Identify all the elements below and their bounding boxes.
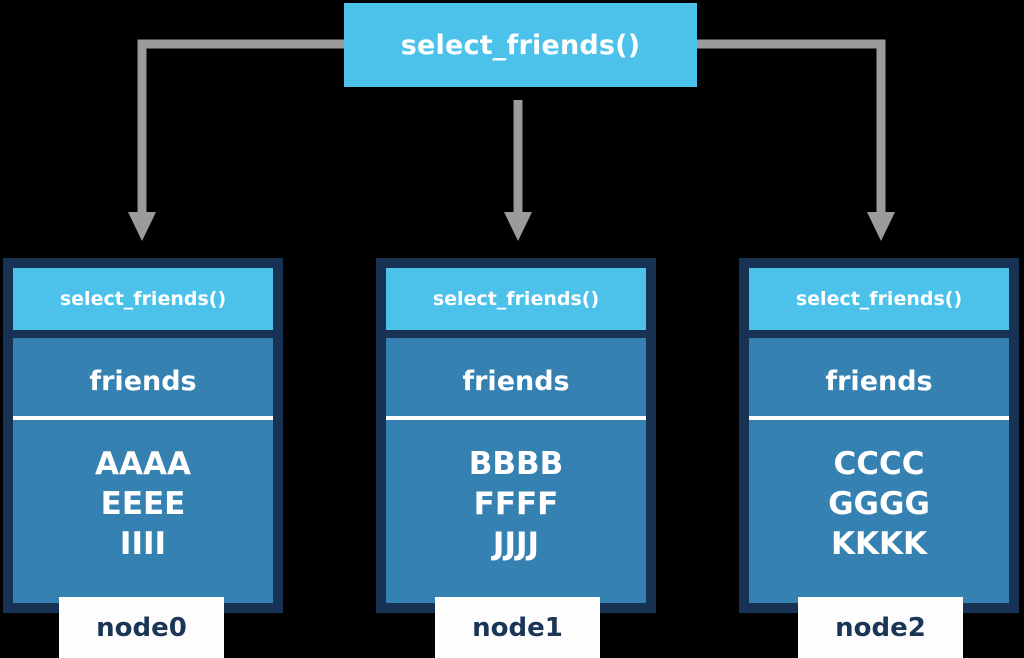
node0-value-list: AAAA EEEE IIII [13,420,273,564]
node0-value-item: AAAA [95,446,191,482]
node2-header: select_friends() [749,268,1009,330]
connector-root-to-node1 [504,100,532,241]
node2-header-label: select_friends() [795,288,963,310]
node0-name-label: node0 [96,612,187,643]
node-card-node1: select_friends() friends BBBB FFFF JJJJ [376,258,656,613]
node1-body: friends BBBB FFFF JJJJ [386,338,646,603]
node0-header-label: select_friends() [59,288,227,310]
node0-variable-name: friends [89,366,197,397]
node2-name-label: node2 [835,612,926,643]
node2-value-item: KKKK [830,526,928,562]
node1-name-label: node1 [472,612,563,643]
connector-root-to-node2 [697,39,895,241]
node1-divider [386,416,646,420]
node0-value-item: EEEE [100,486,186,522]
root-call-label: select_friends() [400,29,641,61]
node1-value-item: BBBB [468,446,564,482]
connector-root-to-node0 [128,39,344,241]
node0-value-item: IIII [119,526,167,562]
node2-name-plate: node2 [798,597,963,658]
node0-name-plate: node0 [59,597,224,658]
node2-value-list: CCCC GGGG KKKK [749,420,1009,564]
root-call-box: select_friends() [344,3,697,87]
node1-variable-name: friends [462,366,570,397]
node1-header: select_friends() [386,268,646,330]
node0-header: select_friends() [13,268,273,330]
node2-variable-name: friends [825,366,933,397]
node-card-node0: select_friends() friends AAAA EEEE IIII [3,258,283,613]
node2-value-item: CCCC [833,446,925,482]
node1-value-item: FFFF [473,486,559,522]
node1-header-label: select_friends() [432,288,600,310]
node0-body: friends AAAA EEEE IIII [13,338,273,603]
node1-value-list: BBBB FFFF JJJJ [386,420,646,564]
node-card-node2: select_friends() friends CCCC GGGG KKKK [739,258,1019,613]
node2-body: friends CCCC GGGG KKKK [749,338,1009,603]
node0-divider [13,416,273,420]
node2-divider [749,416,1009,420]
node1-name-plate: node1 [435,597,600,658]
node2-value-item: GGGG [828,486,930,522]
node1-value-item: JJJJ [492,526,540,562]
